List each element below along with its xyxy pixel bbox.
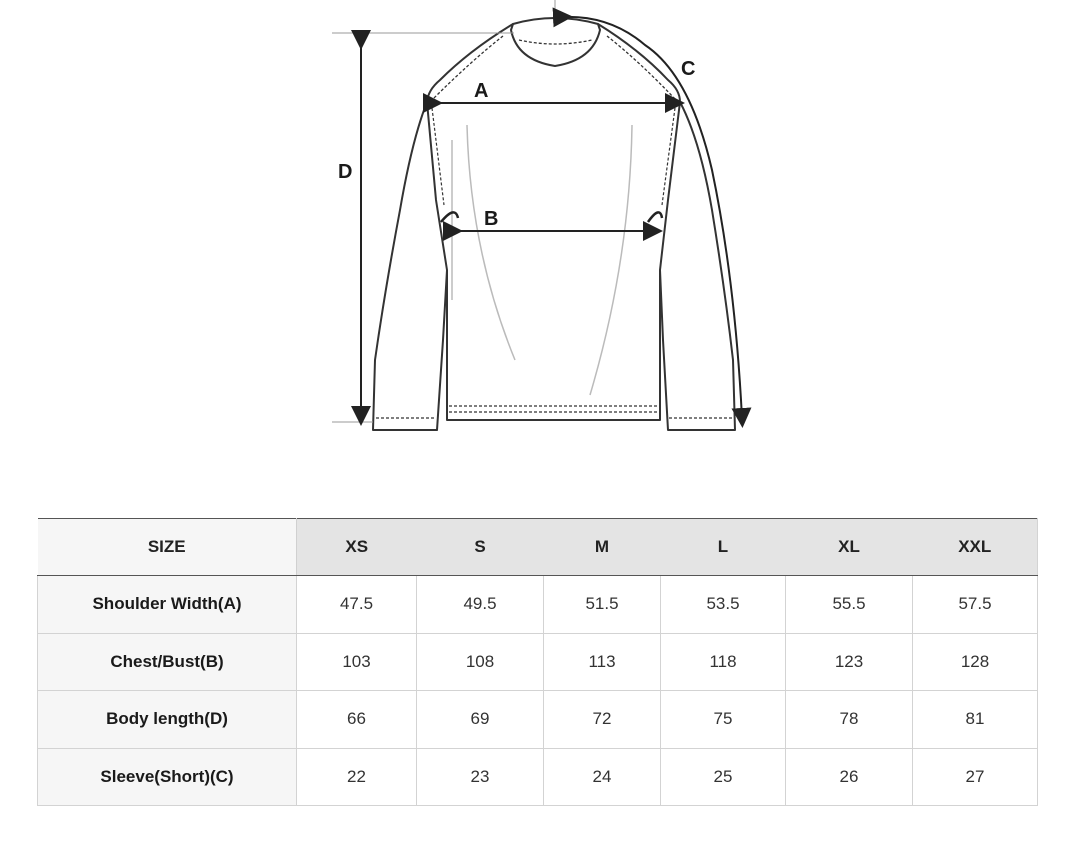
table-cell: 27 xyxy=(912,748,1038,806)
size-header-m: M xyxy=(543,518,661,576)
row-label-shoulder-width: Shoulder Width(A) xyxy=(37,575,297,634)
size-table: SIZE XS S M L XL XXL Shoulder Width(A) 4… xyxy=(37,518,1038,806)
size-header-xxl: XXL xyxy=(912,518,1038,576)
size-header-l: L xyxy=(660,518,786,576)
table-cell: 57.5 xyxy=(912,575,1038,634)
table-cell: 23 xyxy=(416,748,544,806)
table-cell: 25 xyxy=(660,748,786,806)
table-cell: 103 xyxy=(296,633,417,691)
table-cell: 118 xyxy=(660,633,786,691)
measurement-lines xyxy=(332,0,752,428)
label-b: B xyxy=(484,208,498,230)
label-d: D xyxy=(338,161,352,183)
table-cell: 78 xyxy=(785,690,913,749)
table-cell: 22 xyxy=(296,748,417,806)
table-cell: 72 xyxy=(543,690,661,749)
table-cell: 81 xyxy=(912,690,1038,749)
size-column-header: SIZE xyxy=(37,518,297,576)
table-cell: 47.5 xyxy=(296,575,417,634)
table-cell: 24 xyxy=(543,748,661,806)
label-a: A xyxy=(474,80,488,102)
row-label-body-length: Body length(D) xyxy=(37,690,297,749)
table-cell: 51.5 xyxy=(543,575,661,634)
size-header-s: S xyxy=(416,518,544,576)
table-cell: 108 xyxy=(416,633,544,691)
row-label-chest-bust: Chest/Bust(B) xyxy=(37,633,297,691)
table-cell: 69 xyxy=(416,690,544,749)
table-cell: 26 xyxy=(785,748,913,806)
size-header-row: SIZE XS S M L XL XXL xyxy=(37,518,1038,576)
table-cell: 75 xyxy=(660,690,786,749)
table-cell: 55.5 xyxy=(785,575,913,634)
size-header-xs: XS xyxy=(296,518,417,576)
table-row: Shoulder Width(A) 47.5 49.5 51.5 53.5 55… xyxy=(37,575,1038,634)
table-cell: 123 xyxy=(785,633,913,691)
shirt-size-diagram: D A B C xyxy=(332,0,752,431)
table-row: Chest/Bust(B) 103 108 113 118 123 128 xyxy=(37,633,1038,691)
table-cell: 66 xyxy=(296,690,417,749)
table-row: Body length(D) 66 69 72 75 78 81 xyxy=(37,690,1038,749)
table-cell: 53.5 xyxy=(660,575,786,634)
table-cell: 49.5 xyxy=(416,575,544,634)
table-cell: 113 xyxy=(543,633,661,691)
size-header-xl: XL xyxy=(785,518,913,576)
table-cell: 128 xyxy=(912,633,1038,691)
fabric-fold-lines xyxy=(451,124,633,396)
label-c: C xyxy=(681,58,695,80)
table-row: Sleeve(Short)(C) 22 23 24 25 26 27 xyxy=(37,748,1038,806)
row-label-sleeve: Sleeve(Short)(C) xyxy=(37,748,297,806)
